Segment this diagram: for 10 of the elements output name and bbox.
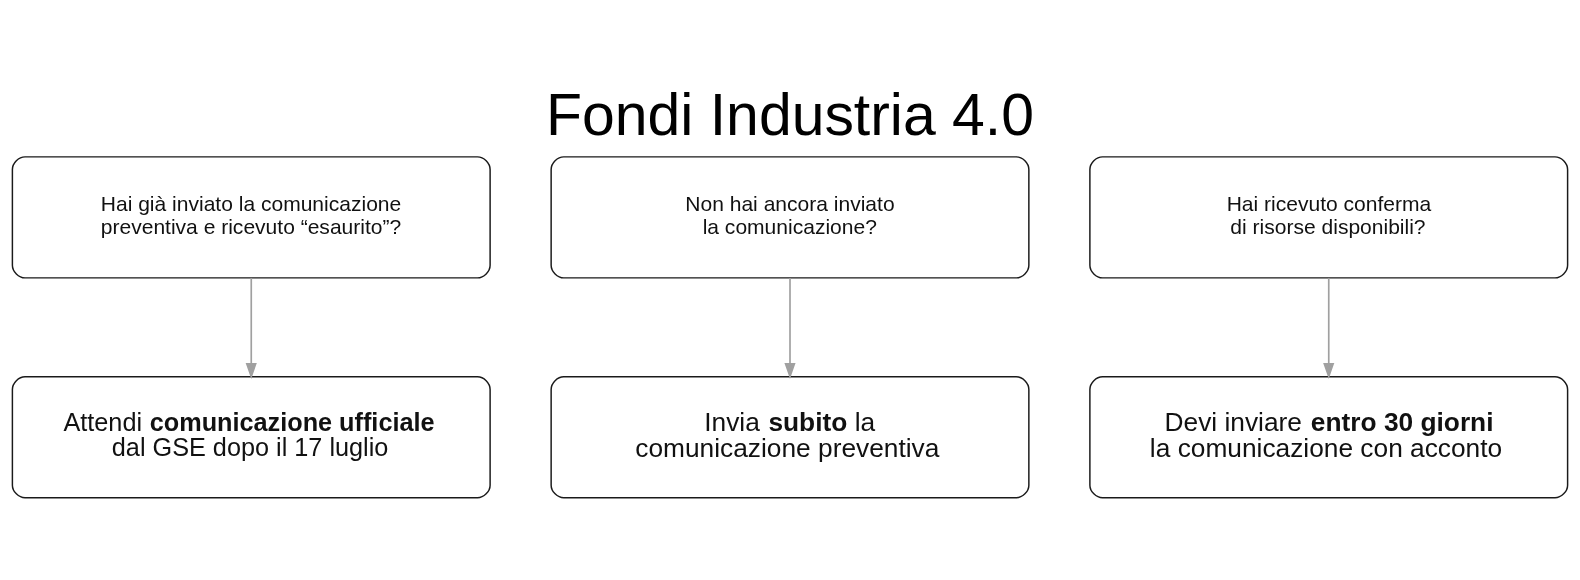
diagram-title: Fondi Industria 4.0 xyxy=(546,81,1034,147)
node-box: Non hai ancora inviato la comunicazione? xyxy=(550,155,1030,279)
arrow xyxy=(245,276,257,379)
node-box: Devi inviare entro 30 giorni la comunicazione con acconto xyxy=(1089,375,1569,499)
node-box: Attendi comunicazione ufficiale dal GSE dopo il 17 luglio xyxy=(11,375,491,499)
arrow xyxy=(784,276,796,379)
node-box: Hai già inviato la comunicazione preventiva e ricevuto “esaurito”? xyxy=(11,155,491,279)
node-box: Invia subito la comunicazione preventiva xyxy=(550,375,1030,499)
arrow xyxy=(1323,276,1335,379)
node-box: Hai ricevuto conferma di risorse disponibili? xyxy=(1089,155,1569,279)
